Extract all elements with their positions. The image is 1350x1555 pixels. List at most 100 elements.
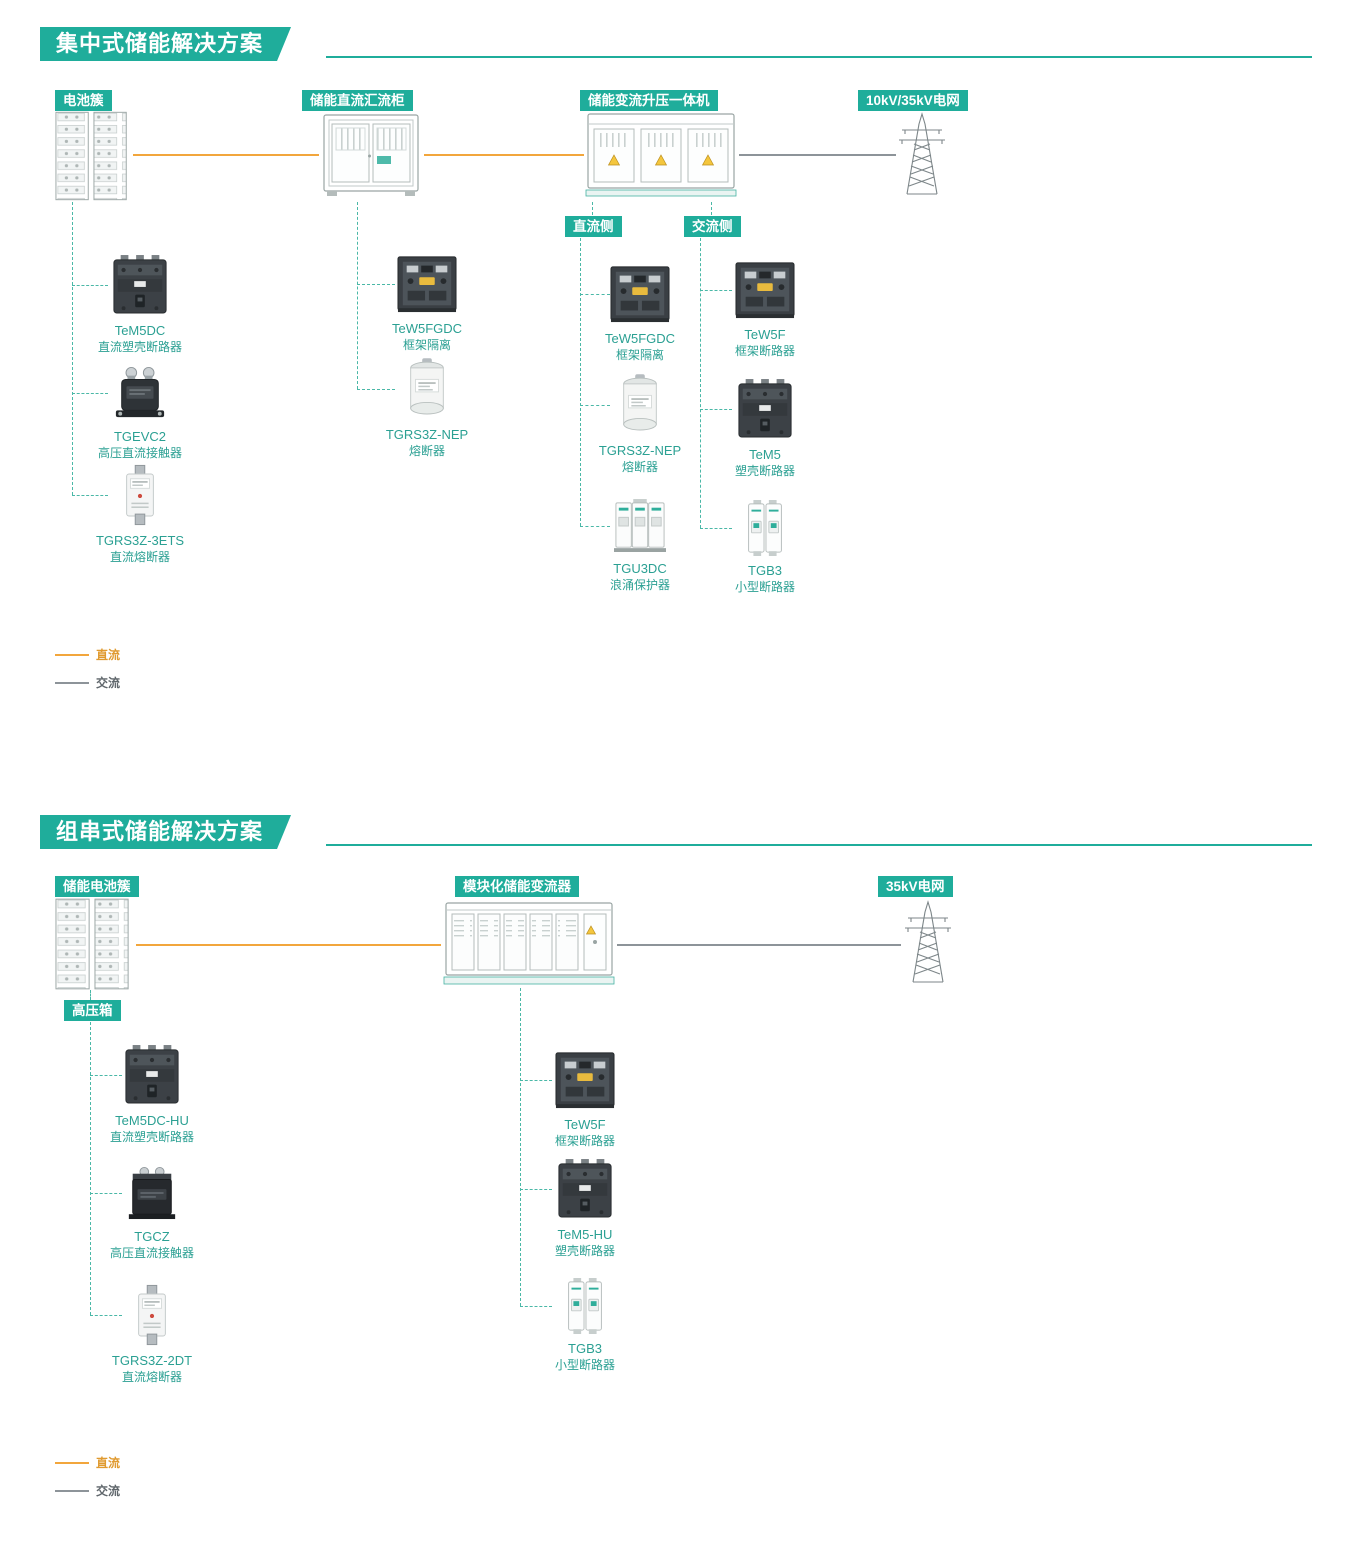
component-name: TeM5DC-HU [115, 1113, 189, 1128]
mini-breaker-icon [748, 500, 782, 556]
component-item: TeM5-HU 塑壳断路器 [520, 1158, 650, 1258]
legend-ac-label: 交流 [96, 1484, 121, 1498]
dc-connector-line [133, 154, 319, 156]
component-item: TeW5F 框架断路器 [520, 1050, 650, 1148]
dashed-branch-line [520, 1306, 552, 1307]
frame-breaker-icon [555, 1052, 615, 1109]
component-item: TeM5DC 直流塑壳断路器 [75, 254, 205, 354]
dc-connector-line [136, 944, 441, 946]
dc-combiner-cabinet-icon [323, 114, 419, 197]
legend-dc-line [55, 1462, 89, 1464]
component-desc: 塑壳断路器 [554, 1244, 615, 1258]
component-desc: 熔断器 [408, 444, 445, 458]
dashed-drop-line [72, 202, 73, 495]
dashed-drop-line [520, 988, 521, 1306]
dashed-drop-line [700, 238, 701, 528]
modular-converter-icon [443, 902, 615, 985]
mccb-breaker-icon [558, 1158, 612, 1218]
component-name: TeW5FGDC [391, 321, 463, 336]
component-desc: 直流熔断器 [121, 1370, 182, 1384]
component-name: TGEVC2 [113, 429, 166, 444]
mccb-breaker-icon [113, 254, 167, 314]
blade-fuse-icon [138, 1284, 166, 1346]
component-desc: 高压直流接触器 [109, 1246, 194, 1260]
section2-title: 组串式储能解决方案 [40, 815, 291, 849]
hv-box-badge: 高压箱 [64, 1000, 121, 1021]
dc-connector-line [424, 154, 584, 156]
mccb-breaker-icon [738, 378, 792, 438]
grid-tower-icon [904, 901, 952, 983]
dashed-branch-line [520, 1189, 552, 1190]
dashed-branch-line [700, 290, 732, 291]
dashed-branch-line [580, 294, 610, 295]
legend-dc-label: 直流 [96, 1456, 121, 1470]
component-desc: 浪涌保护器 [609, 578, 670, 592]
dashed-drop-line [90, 1022, 91, 1315]
component-name: TGCZ [134, 1229, 170, 1244]
dashed-branch-line [72, 285, 108, 286]
dashed-branch-line [90, 1193, 122, 1194]
component-item: TeW5F 框架断路器 [700, 260, 830, 358]
dashed-drop-line [580, 238, 581, 526]
component-name: TeW5F [744, 327, 786, 342]
ac-connector-line [739, 154, 896, 156]
component-name: TeM5DC [114, 323, 166, 338]
dashed-drop-line [90, 990, 91, 1000]
dashed-branch-line [357, 389, 395, 390]
node-badge-grid: 10kV/35kV电网 [858, 90, 968, 111]
component-name: TGRS3Z-NEP [385, 427, 469, 442]
dashed-branch-line [357, 284, 395, 285]
mccb-breaker-icon [125, 1044, 179, 1104]
section2-header-line [326, 844, 1312, 846]
node-badge-converter: 储能变流升压一体机 [580, 90, 718, 111]
node-badge-combiner: 储能直流汇流柜 [302, 90, 413, 111]
component-item: TGRS3Z-NEP 熔断器 [575, 374, 705, 474]
blade-fuse-icon [126, 464, 154, 526]
node-badge-battery: 电池簇 [55, 90, 112, 111]
component-item: TeM5DC-HU 直流塑壳断路器 [87, 1044, 217, 1144]
dashed-branch-line [700, 409, 732, 410]
dashed-drop-line [592, 202, 593, 215]
component-desc: 塑壳断路器 [734, 464, 795, 478]
component-item: TGRS3Z-2DT 直流熔断器 [87, 1284, 217, 1384]
box-contactor-icon [128, 1166, 176, 1220]
dashed-branch-line [90, 1075, 122, 1076]
mini-breaker-icon [568, 1278, 602, 1334]
legend-dc-line [55, 654, 89, 656]
component-desc: 小型断路器 [734, 580, 795, 594]
dashed-drop-line [357, 202, 358, 389]
dashed-drop-line [711, 202, 712, 215]
frame-breaker-icon [735, 262, 795, 319]
section1-title: 集中式储能解决方案 [40, 27, 291, 61]
component-desc: 框架隔离 [615, 348, 664, 362]
ac-side-badge: 交流侧 [684, 216, 741, 237]
legend-dc-label: 直流 [96, 648, 121, 662]
dashed-branch-line [580, 526, 610, 527]
node-badge-grid2: 35kV电网 [878, 876, 953, 897]
battery-rack-icon [55, 111, 127, 201]
component-item: TGEVC2 高压直流接触器 [75, 364, 205, 460]
dashed-branch-line [700, 528, 732, 529]
component-desc: 框架断路器 [734, 344, 795, 358]
component-desc: 直流塑壳断路器 [109, 1130, 194, 1144]
component-item: TGRS3Z-NEP 熔断器 [362, 358, 492, 458]
component-desc: 小型断路器 [554, 1358, 615, 1372]
component-desc: 熔断器 [621, 460, 658, 474]
dashed-branch-line [90, 1315, 122, 1316]
component-item: TGB3 小型断路器 [700, 500, 830, 594]
frame-breaker-icon [397, 256, 457, 313]
node-badge-battery2: 储能电池簇 [55, 876, 139, 897]
component-item: TGCZ 高压直流接触器 [87, 1164, 217, 1260]
component-item: TGB3 小型断路器 [520, 1278, 650, 1372]
converter-station-icon [585, 113, 737, 197]
component-name: TGB3 [748, 563, 782, 578]
component-item: TGU3DC 浪涌保护器 [575, 498, 705, 592]
component-name: TeM5 [749, 447, 781, 462]
dashed-branch-line [72, 495, 108, 496]
component-desc: 直流熔断器 [109, 550, 170, 564]
component-name: TGB3 [568, 1341, 602, 1356]
component-name: TGU3DC [613, 561, 667, 576]
component-name: TGRS3Z-NEP [598, 443, 682, 458]
section1-header-line [326, 56, 1312, 58]
